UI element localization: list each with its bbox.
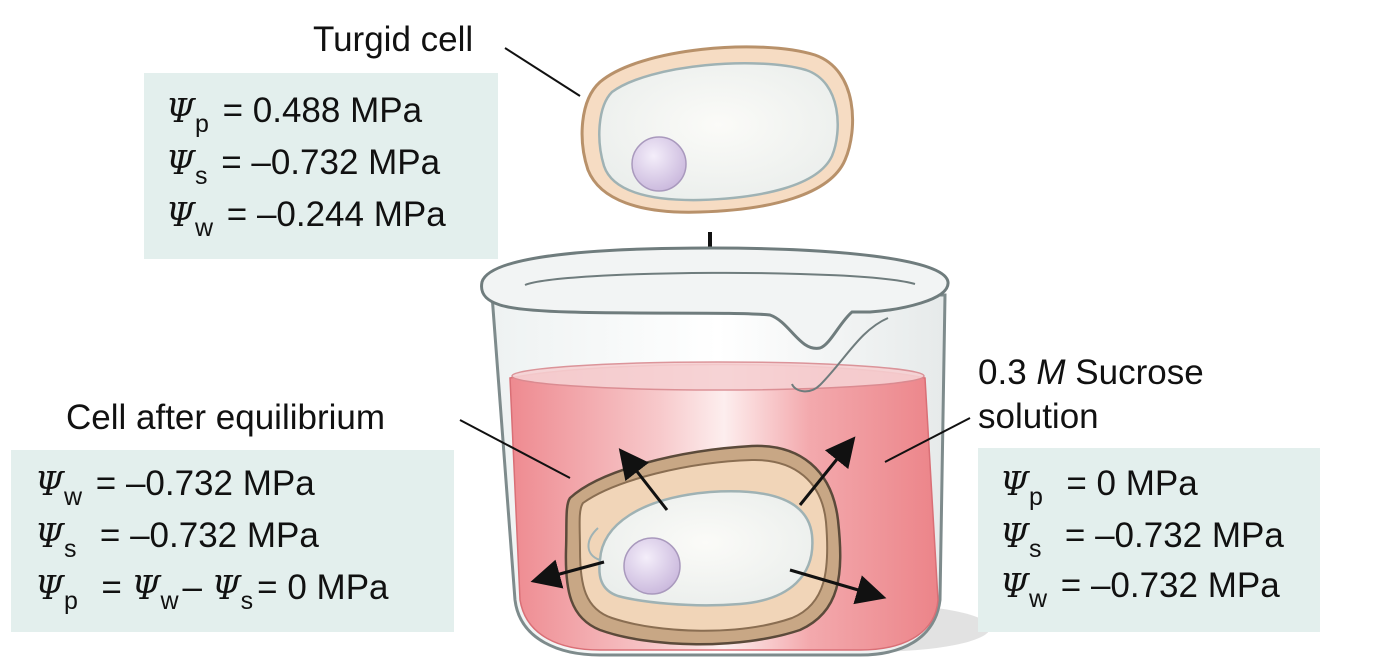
- cell-after-equilibrium-label: Cell after equilibrium: [66, 398, 386, 437]
- equilibrium-leader: [459, 419, 571, 479]
- water-flow-arrows: [530, 436, 887, 605]
- solution-potentials-box: Ψp = 0 MPa Ψs = –0.732 MPa Ψw = –0.732 M…: [978, 448, 1320, 632]
- equilibrium-solute-potential: Ψs = –0.732 MPa: [35, 516, 319, 563]
- sucrose-solution-label: 0.3 M Sucrose: [978, 353, 1204, 392]
- turgid-water-potential: Ψw = –0.244 MPa: [166, 195, 446, 242]
- equilibrium-cell: [564, 444, 842, 646]
- equilibrium-potentials-box: Ψw = –0.732 MPa Ψs = –0.732 MPa Ψp = Ψw–…: [11, 450, 454, 632]
- membrane-detachment: [587, 527, 601, 561]
- turgid-cell-membrane: [598, 62, 839, 202]
- arrow-left: [530, 559, 605, 589]
- arrow-up-right: [798, 436, 856, 506]
- turgid-cell-label: Turgid cell: [313, 20, 474, 59]
- beaker-spout-highlight: [791, 317, 889, 393]
- solution-water-potential: Ψw = –0.732 MPa: [1000, 566, 1280, 613]
- solution-pressure-potential: Ψp = 0 MPa: [1000, 464, 1198, 511]
- solution-surface: [511, 361, 925, 391]
- beaker-rim: [480, 246, 950, 350]
- turgid-cell-nucleus: [631, 136, 687, 192]
- turgid-solute-potential: Ψs = –0.732 MPa: [166, 143, 441, 190]
- solution-solute-potential: Ψs = –0.732 MPa: [1000, 516, 1284, 563]
- turgid-pressure-potential: Ψp = 0.488 MPa: [166, 91, 423, 138]
- turgid-cell-leader: [504, 47, 581, 97]
- turgid-cell-potentials-box: Ψp = 0.488 MPa Ψs = –0.732 MPa Ψw = –0.2…: [144, 73, 498, 259]
- equilibrium-pressure-potential: Ψp = Ψw– Ψs= 0 MPa: [35, 568, 389, 615]
- turgid-cell: [580, 45, 855, 214]
- arrow-right: [789, 568, 887, 605]
- beaker-rim-inner: [524, 271, 916, 286]
- equilibrium-cell-nucleus: [623, 537, 681, 595]
- solution-leader: [884, 417, 971, 463]
- sucrose-solution-label-line2: solution: [978, 397, 1099, 436]
- equilibrium-water-potential: Ψw = –0.732 MPa: [35, 464, 315, 511]
- arrow-up-left: [618, 448, 669, 511]
